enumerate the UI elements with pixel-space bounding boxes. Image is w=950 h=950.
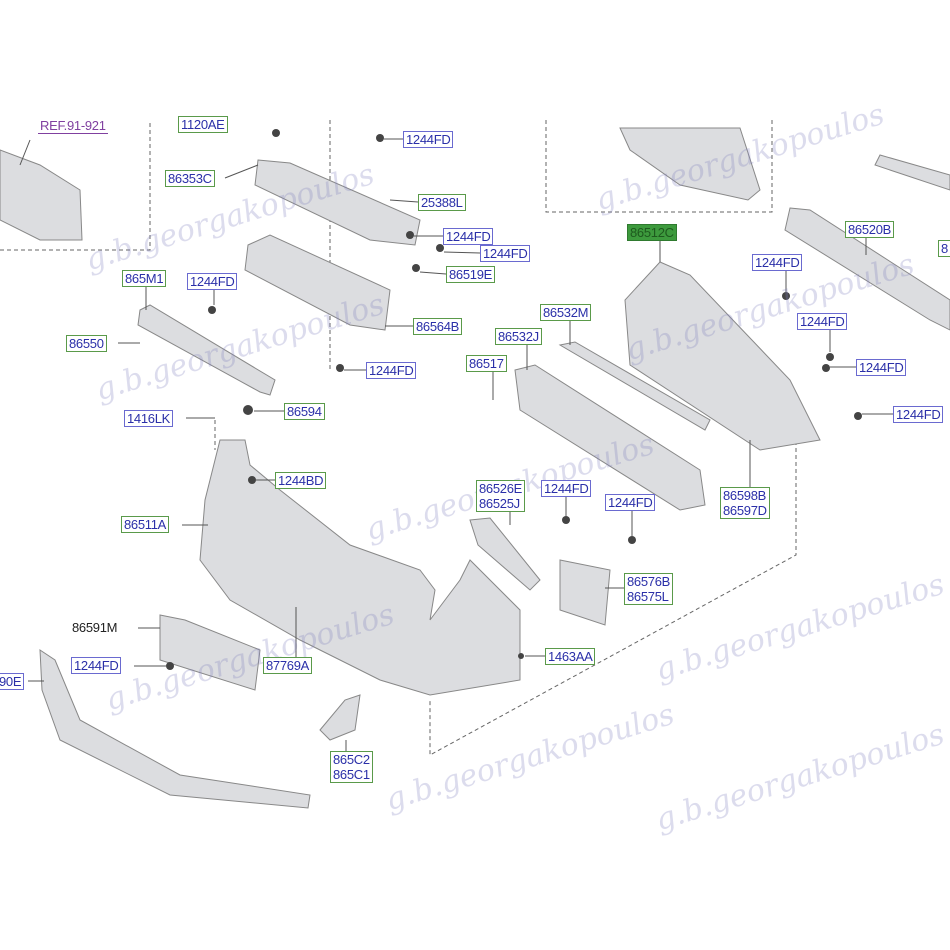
- part-86353C: [254, 159, 421, 246]
- part-number[interactable]: 86525J: [479, 496, 520, 511]
- part-label[interactable]: 86517: [466, 355, 507, 372]
- part-865M1: [137, 304, 276, 396]
- part-label-pair[interactable]: 865C2 865C1: [330, 751, 373, 783]
- part-label[interactable]: 86564B: [413, 318, 463, 335]
- part-label[interactable]: 1244FD: [752, 254, 803, 271]
- part-label[interactable]: 1244FD: [541, 480, 592, 497]
- part-label[interactable]: 1244FD: [480, 245, 531, 262]
- part-label[interactable]: 1120AE: [178, 116, 228, 133]
- part-86520B: [784, 207, 950, 331]
- part-number[interactable]: 86598B: [723, 488, 767, 503]
- part-number[interactable]: 86597D: [723, 503, 767, 518]
- part-label[interactable]: 1244FD: [366, 362, 417, 379]
- part-label[interactable]: 1463AA: [545, 648, 596, 665]
- part-number[interactable]: 86526E: [479, 481, 523, 496]
- part-label[interactable]: 1244FD: [187, 273, 238, 290]
- part-label[interactable]: 1244BD: [275, 472, 327, 489]
- part-label[interactable]: 87769A: [263, 657, 313, 674]
- leader-lines: [19, 138, 893, 751]
- part-86512C: [624, 261, 821, 451]
- part-label[interactable]: 1244FD: [797, 313, 848, 330]
- part-label[interactable]: 1244FD: [893, 406, 944, 423]
- part-label[interactable]: 86591M: [72, 620, 118, 635]
- part-label[interactable]: 86519E: [446, 266, 496, 283]
- part-label[interactable]: 1244FD: [605, 494, 656, 511]
- part-label[interactable]: 1244FD: [443, 228, 494, 245]
- assembly-boundary: [429, 420, 797, 756]
- part-number[interactable]: 865C1: [333, 767, 370, 782]
- part-number[interactable]: 86575L: [627, 589, 669, 604]
- part-86526E: [469, 517, 541, 591]
- part-label[interactable]: 1244FD: [403, 131, 454, 148]
- part-label[interactable]: 1244FD: [71, 657, 122, 674]
- part-label[interactable]: 86550: [66, 335, 107, 352]
- part-label[interactable]: 86532J: [495, 328, 542, 345]
- part-label[interactable]: 86594: [284, 403, 325, 420]
- part-label[interactable]: 90E: [0, 673, 25, 690]
- grille-ref: [619, 127, 761, 201]
- part-label[interactable]: 86520B: [845, 221, 895, 238]
- bolt-icons: [166, 129, 862, 670]
- grille-ref-boundary: [545, 120, 773, 213]
- part-label-highlighted[interactable]: 86512C: [627, 224, 677, 241]
- ref-boundary: [0, 120, 151, 251]
- part-86532J: [514, 364, 706, 511]
- part-label[interactable]: 25388L: [418, 194, 466, 211]
- part-label[interactable]: 86511A: [121, 516, 170, 533]
- part-890E: [39, 649, 311, 809]
- part-label[interactable]: 86532M: [540, 304, 592, 321]
- part-865C2: [319, 694, 361, 741]
- part-86591M: [159, 614, 261, 691]
- part-number[interactable]: 86576B: [627, 574, 671, 589]
- part-label[interactable]: 8: [938, 240, 950, 257]
- part-label-pair[interactable]: 86576B 86575L: [624, 573, 674, 605]
- part-label-pair[interactable]: 86598B 86597D: [720, 487, 770, 519]
- part-label[interactable]: 86353C: [165, 170, 215, 187]
- part-label[interactable]: 1244FD: [856, 359, 907, 376]
- part-86564B: [244, 234, 391, 331]
- part-86576B: [559, 559, 611, 626]
- part-label[interactable]: 865M1: [122, 270, 167, 287]
- reference-link[interactable]: REF.91-921: [38, 118, 108, 134]
- part-number[interactable]: 865C2: [333, 752, 370, 767]
- ref-part: [0, 149, 83, 241]
- part-label-pair[interactable]: 86526E 86525J: [476, 480, 526, 512]
- part-86511A: [199, 439, 521, 696]
- part-label[interactable]: 1416LK: [124, 410, 174, 427]
